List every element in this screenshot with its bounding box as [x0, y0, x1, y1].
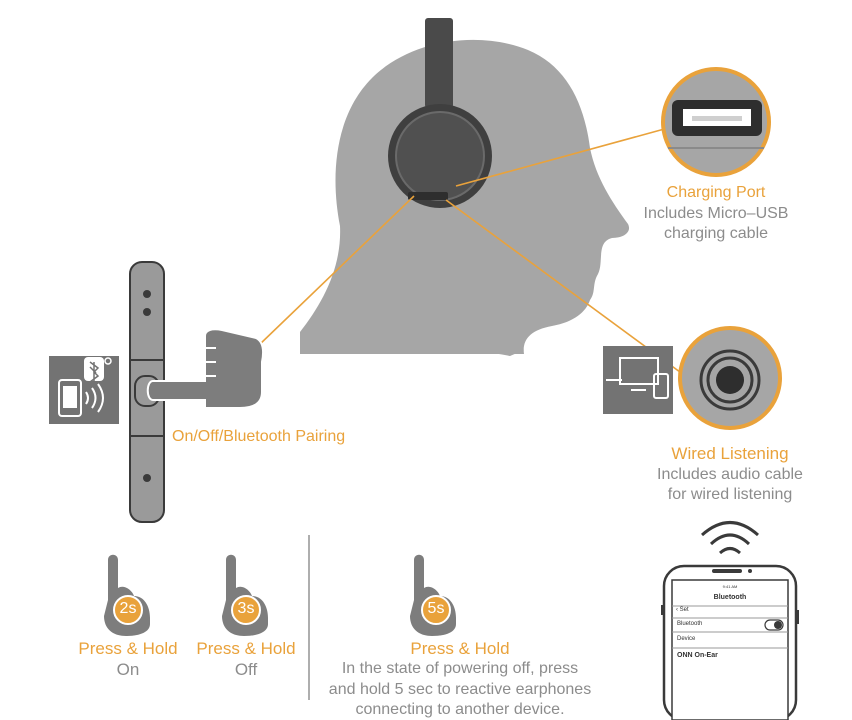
charging-port-desc-1: Includes Micro–USB — [643, 205, 789, 222]
smartphone-illustration — [661, 564, 799, 720]
wired-device-icon — [603, 346, 673, 414]
press-hold-pair-desc-1: In the state of powering off, press — [341, 660, 579, 677]
callout-line-wired — [445, 199, 685, 376]
phone-status-time: 9:41 AM — [722, 584, 738, 589]
callout-line-power — [257, 195, 415, 347]
callout-line-charging — [455, 127, 669, 187]
finger-icon-5s — [410, 554, 456, 636]
bluetooth-pairing-icon — [49, 356, 119, 424]
wired-listening-desc-2: for wired listening — [667, 486, 793, 503]
press-hold-pair-desc-3: connecting to another device. — [355, 701, 565, 718]
wired-listening-title: Wired Listening — [671, 444, 789, 463]
press-hold-on-desc: On — [116, 660, 140, 679]
wired-listening-desc-1: Includes audio cable — [657, 466, 803, 483]
press-hold-off-desc: Off — [234, 660, 258, 679]
phone-bluetooth-label: Bluetooth — [677, 621, 703, 627]
charging-port-zoom — [661, 67, 771, 177]
press-hold-pair-desc-2: and hold 5 sec to reactive earphones — [328, 681, 592, 698]
finger-icon-3s — [222, 554, 268, 636]
phone-back-label: Set — [679, 607, 689, 613]
phone-device-name[interactable]: ONN On-Ear — [677, 652, 718, 659]
finger-icon-2s — [104, 554, 150, 636]
badge-2s: 2s — [119, 600, 137, 617]
press-hold-pair-title: Press & Hold — [410, 639, 510, 658]
wireless-signal-icon — [701, 521, 759, 555]
neck-silhouette — [300, 328, 524, 356]
headband — [425, 18, 453, 108]
press-hold-on-title: Press & Hold — [78, 639, 178, 658]
audio-jack-zoom — [678, 326, 782, 430]
badge-5s: 5s — [427, 600, 445, 617]
charging-port-title: Charging Port — [666, 184, 766, 201]
ear-cup-inner — [395, 111, 485, 201]
charging-port-desc-2: charging cable — [663, 225, 769, 242]
badge-3s: 3s — [237, 600, 255, 617]
press-hold-off-title: Press & Hold — [196, 639, 296, 658]
pressing-hand-icon — [146, 328, 265, 409]
power-button-label: On/Off/Bluetooth Pairing — [172, 428, 346, 445]
phone-device-label: Device — [677, 636, 696, 642]
ear-cup-buttons — [408, 192, 448, 200]
phone-back-link[interactable]: ‹ Set — [676, 607, 689, 613]
phone-screen-title: Bluetooth — [713, 594, 747, 601]
